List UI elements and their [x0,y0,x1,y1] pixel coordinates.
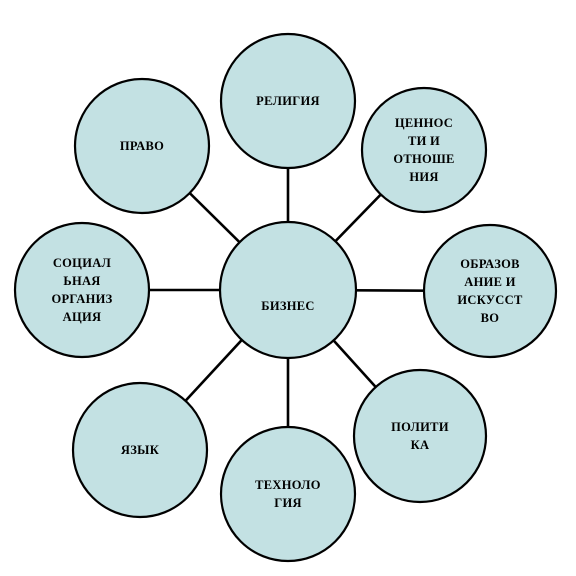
node-education-label-line: ИСКУССТ [457,293,523,307]
node-language-label-line: ЯЗЫК [121,443,159,457]
node-social-organization-label-line: ОРГАНИЗ [51,292,112,306]
node-education-label-line: ВО [481,311,500,325]
node-social-organization-label-line: СОЦИАЛ [53,256,112,270]
node-religion-label-line: РЕЛИГИЯ [256,94,320,108]
node-law: ПРАВО [73,77,211,215]
node-law-circle [73,77,211,215]
node-center-circle [218,220,358,360]
node-religion-circle [219,32,357,170]
node-technology-label-line: ГИЯ [274,496,302,510]
node-center-business: БИЗНЕС [218,220,358,360]
node-law-label-line: ПРАВО [120,139,164,153]
node-politics: ПОЛИТИ КА [352,368,488,504]
node-politics-label-line: КА [411,438,430,452]
node-politics-label-line: ПОЛИТИ [391,420,449,434]
node-education: ОБРАЗОВ АНИЕ И ИСКУССТ ВО [422,223,558,359]
node-values-label-line: ТИ И [408,134,440,148]
node-education-label-line: АНИЕ И [464,275,515,289]
node-center-label-line: БИЗНЕС [261,299,314,313]
node-values-label-line: ОТНОШЕ [393,152,454,166]
node-technology-label-line: ТЕХНОЛО [255,478,321,492]
node-values-circle [360,86,488,214]
node-social-organization-circle [13,221,151,359]
diagram-nodes: РЕЛИГИЯ ЦЕННОС ТИ И ОТНОШЕ НИЯ ОБРАЗОВ АНИЕ И И… [13,32,558,563]
node-language: ЯЗЫК [71,381,209,519]
node-politics-circle [352,368,488,504]
node-education-circle [422,223,558,359]
node-values-label-line: НИЯ [409,170,438,184]
node-values: ЦЕННОС ТИ И ОТНОШЕ НИЯ [360,86,488,214]
node-education-label-line: ОБРАЗОВ [460,257,520,271]
node-technology: ТЕХНОЛО ГИЯ [219,425,357,563]
node-values-label-line: ЦЕННОС [395,116,453,130]
node-technology-circle [219,425,357,563]
node-social-organization-label-line: АЦИЯ [63,310,102,324]
node-religion: РЕЛИГИЯ [219,32,357,170]
node-language-circle [71,381,209,519]
node-social-organization-label-line: ЬНАЯ [63,274,100,288]
node-social-organization: СОЦИАЛ ЬНАЯ ОРГАНИЗ АЦИЯ [13,221,151,359]
